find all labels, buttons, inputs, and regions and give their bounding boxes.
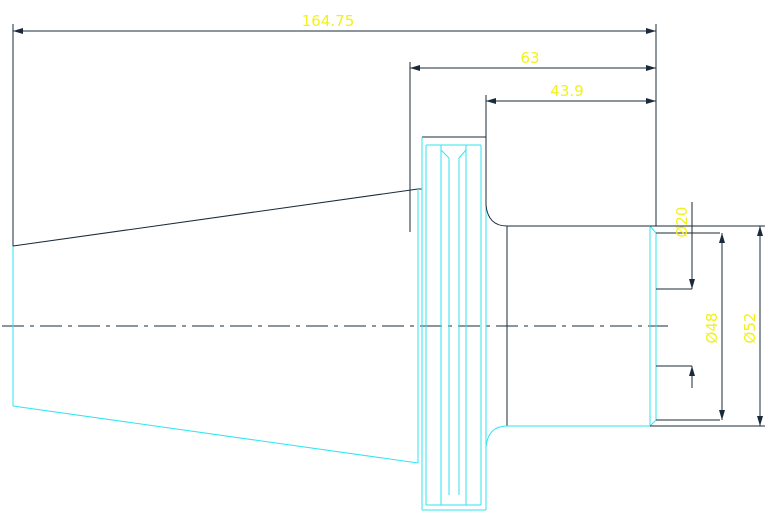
dim-text-shank-length: 43.9 xyxy=(550,82,583,100)
dim-text-bore-dia-mid: Ø48 xyxy=(703,313,721,344)
flange-section xyxy=(417,136,487,511)
shank-body xyxy=(485,137,720,448)
dim-text-overall-length: 164.75 xyxy=(302,12,355,30)
dim-text-flange-to-end: 63 xyxy=(520,49,539,67)
extension-lines xyxy=(12,24,765,427)
dim-text-outer-dia: Ø52 xyxy=(741,313,759,344)
taper-cone xyxy=(12,188,422,464)
dim-text-bore-dia-small: Ø20 xyxy=(673,207,691,238)
